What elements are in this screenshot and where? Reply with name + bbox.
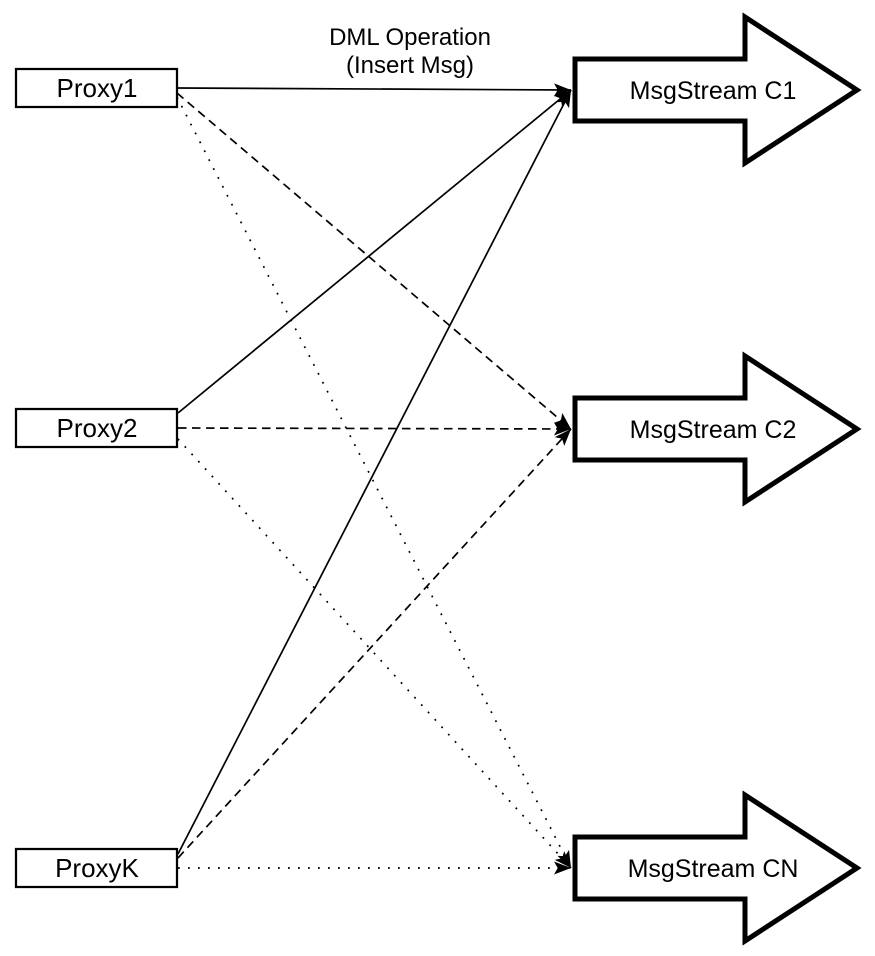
proxy2-node: Proxy2 — [14, 407, 179, 449]
proxy2-box — [14, 407, 179, 449]
proxy1-box — [14, 67, 179, 109]
msgstream-cn-label: MsgStream CN — [628, 855, 799, 883]
proxy2-label: Proxy2 — [57, 413, 138, 443]
msgstream-cn-node: MsgStream CN — [572, 790, 862, 946]
proxyK-label: ProxyK — [55, 853, 139, 883]
proxy1-node: Proxy1 — [14, 67, 179, 109]
msgstream-cn-arrow-shape — [572, 790, 862, 946]
connection-proxyK-c1 — [177, 89, 572, 855]
dml-operation-label-line1: DML Operation — [329, 24, 491, 51]
connection-proxy1-c1 — [176, 83, 572, 97]
proxyK-node: ProxyK — [14, 847, 179, 889]
msgstream-c1-arrow-shape — [572, 12, 862, 168]
connection-proxyK-c2 — [177, 428, 572, 859]
connection-lines-layer — [176, 83, 572, 875]
proxyK-box — [14, 847, 179, 889]
msgstream-c2-arrow-shape — [572, 351, 862, 507]
msgstream-c1-label: MsgStream C1 — [630, 77, 797, 105]
msgstream-c2-node: MsgStream C2 — [572, 351, 862, 507]
dml-operation-label-line2: (Insert Msg) — [346, 52, 474, 79]
msgstream-c2-label: MsgStream C2 — [630, 416, 797, 444]
connection-proxy1-cn — [176, 96, 572, 869]
proxy1-label: Proxy1 — [57, 73, 138, 103]
connection-proxy2-c1 — [177, 89, 572, 414]
connection-proxy2-c2 — [177, 422, 572, 436]
msgstream-c1-node: MsgStream C1 — [572, 12, 862, 168]
connection-proxy2-cn — [177, 438, 572, 869]
connection-proxy1-c2 — [176, 92, 572, 430]
